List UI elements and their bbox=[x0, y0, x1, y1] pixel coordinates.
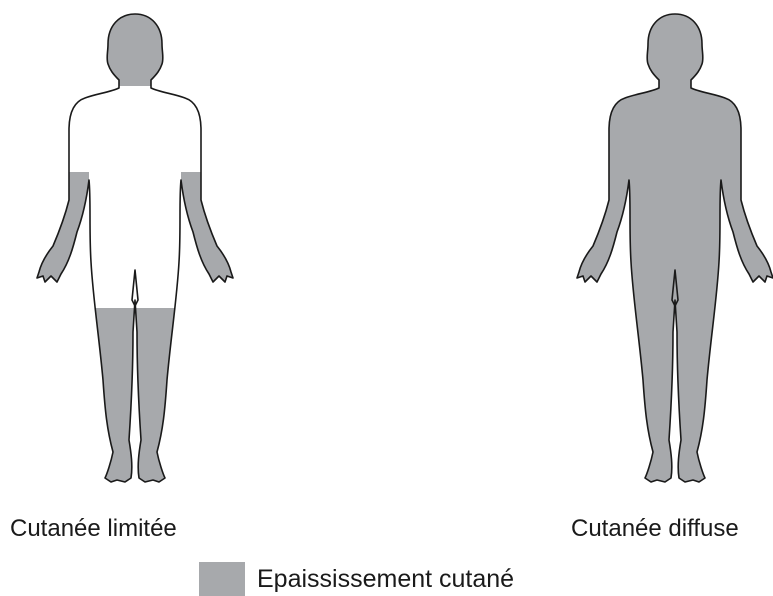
caption-diffuse: Cutanée diffuse bbox=[571, 515, 739, 543]
legend-label: Epaississement cutané bbox=[257, 565, 514, 594]
caption-limited: Cutanée limitée bbox=[10, 515, 177, 543]
legend-swatch bbox=[199, 562, 245, 596]
body-figure-diffuse bbox=[555, 0, 773, 500]
legend: Epaississement cutané bbox=[199, 562, 514, 596]
body-figure-limited bbox=[15, 0, 255, 500]
affected-region-lower-legs bbox=[15, 308, 255, 500]
affected-region-face-neck bbox=[15, 0, 255, 86]
affected-region-left-forearm bbox=[15, 172, 89, 292]
affected-region-whole-body bbox=[555, 0, 773, 500]
affected-region-right-forearm bbox=[181, 172, 255, 292]
